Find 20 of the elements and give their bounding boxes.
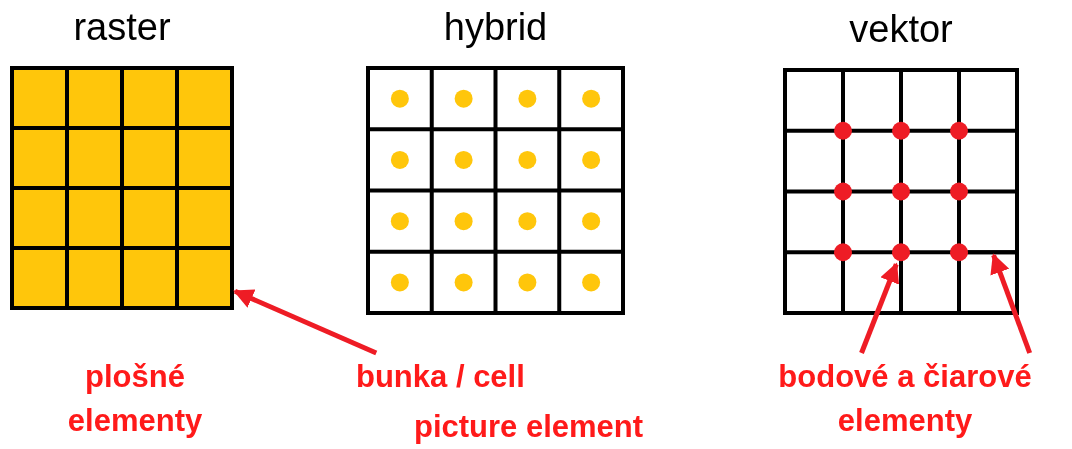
callout-text: picture element [414,408,644,446]
callout-text: bodové a čiarové elementy [777,358,1033,440]
leader-arrow [233,289,378,356]
vertex-point [892,121,910,140]
vertex-point [950,243,968,262]
vertex-point [834,121,852,140]
grid-title: hybrid [443,6,548,49]
vertex-point [892,243,910,262]
leader-arrow [990,253,1033,354]
vertex-point [950,121,968,140]
line-segment [968,250,1017,255]
area-label: plošné elementy [66,358,204,440]
vertex-point [834,243,852,262]
vertex-point [950,182,968,201]
callout-text: bunka / cell [356,358,525,396]
vertex-point [892,182,910,201]
grid-title: raster [73,6,171,49]
leader-arrow [859,262,900,354]
grid-title: vektor [849,8,953,51]
vertex-point [834,182,852,201]
